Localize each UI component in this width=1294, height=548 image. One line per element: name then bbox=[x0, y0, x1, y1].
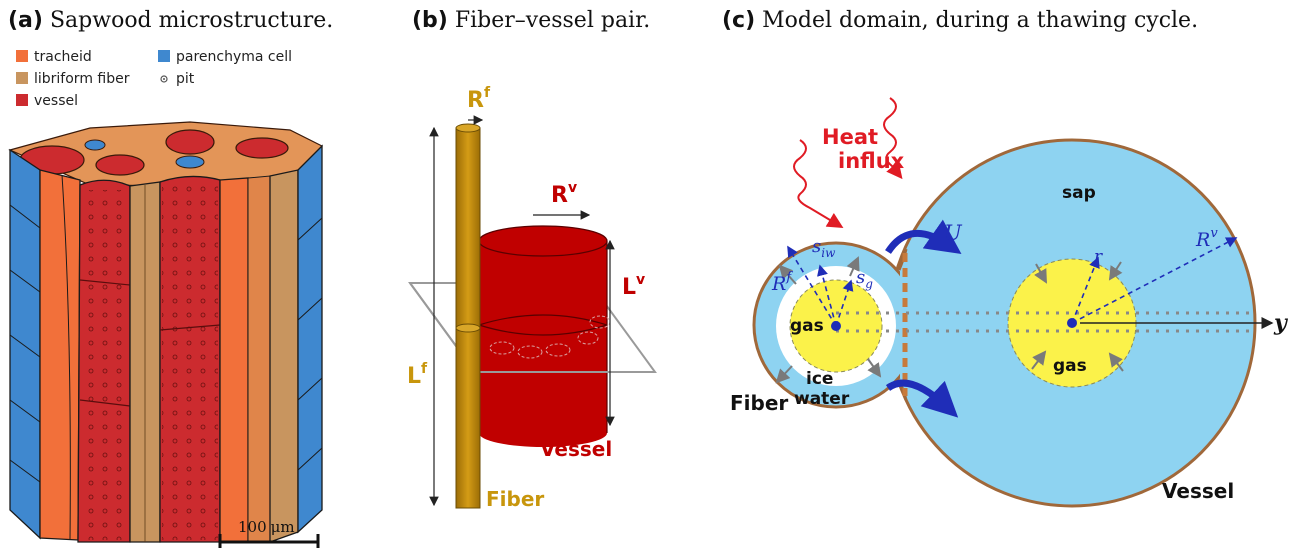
flux-label: U bbox=[944, 221, 963, 245]
gas-label-fiber: gas bbox=[790, 316, 824, 336]
model-domain-diagram: y Heat influx sap bbox=[730, 97, 1289, 508]
sapwood-block-illustration bbox=[8, 121, 323, 543]
fiber-radius-label: Rf bbox=[467, 85, 491, 113]
fiber-radius-label-c: Rf bbox=[771, 270, 793, 295]
vessel-label-c: Vessel bbox=[1162, 479, 1234, 503]
vessel-radius-label: Rv bbox=[551, 180, 577, 208]
legend-swatch-parenchyma bbox=[158, 50, 170, 62]
fiber-rod bbox=[455, 127, 481, 509]
legend-swatch-libriform-fiber bbox=[16, 72, 28, 84]
vessel-cylinder bbox=[479, 241, 607, 433]
gas-interface-label: sg bbox=[856, 267, 873, 291]
panel-b-title: (b) Fiber–vessel pair. bbox=[412, 8, 650, 33]
panel-c-text: Model domain, during a thawing cycle. bbox=[762, 8, 1199, 33]
panel-a-title: (a) Sapwood microstructure. bbox=[8, 8, 333, 33]
legend-label-libriform-fiber: libriform fiber bbox=[34, 71, 130, 87]
vessel-label: Vessel bbox=[540, 437, 612, 461]
panel-c-title: (c) Model domain, during a thawing cycle… bbox=[722, 8, 1198, 33]
fiber-vessel-diagram: Rf Rv Lv Lf Vessel Fiber bbox=[407, 85, 657, 511]
legend-label-vessel: vessel bbox=[34, 93, 78, 109]
heat-label-line2: influx bbox=[838, 149, 905, 173]
legend-pit-icon bbox=[160, 75, 168, 83]
y-axis-label: y bbox=[1273, 310, 1289, 336]
panel-b-text: Fiber–vessel pair. bbox=[454, 8, 651, 33]
vessel-radius-label-c: Rv bbox=[1195, 226, 1218, 251]
panel-b-label: (b) bbox=[412, 8, 448, 33]
fiber-label-c: Fiber bbox=[730, 391, 788, 415]
legend-label-tracheid: tracheid bbox=[34, 49, 92, 65]
ice-label: ice bbox=[806, 369, 833, 389]
sap-label: sap bbox=[1062, 183, 1096, 203]
legend-swatch-tracheid bbox=[16, 50, 28, 62]
panel-c-label: (c) bbox=[722, 8, 756, 33]
legend-label-pit: pit bbox=[176, 71, 195, 87]
ice-water-interface-label: siw bbox=[812, 236, 836, 260]
legend-swatch-vessel bbox=[16, 94, 28, 106]
panel-a-text: Sapwood microstructure. bbox=[49, 8, 334, 33]
vessel-length-label: Lv bbox=[622, 272, 645, 300]
fiber-label: Fiber bbox=[486, 487, 544, 511]
water-label: water bbox=[794, 389, 850, 409]
legend-label-parenchyma: parenchyma cell bbox=[176, 49, 292, 65]
panel-a-label: (a) bbox=[8, 8, 43, 33]
legend: tracheid libriform fiber vessel parenchy… bbox=[16, 49, 292, 109]
heat-label-line1: Heat bbox=[822, 125, 878, 149]
fiber-length-label: Lf bbox=[407, 361, 428, 389]
gas-radius-label: r bbox=[1094, 247, 1103, 267]
gas-label-vessel: gas bbox=[1053, 356, 1087, 376]
